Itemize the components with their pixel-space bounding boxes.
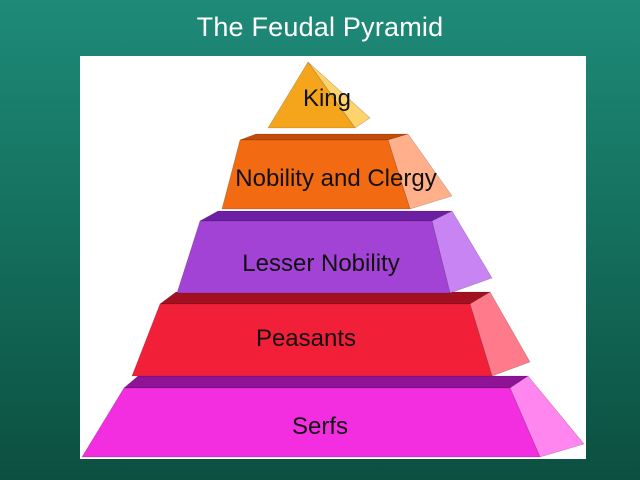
tier-label-lesser-nobility: Lesser Nobility: [242, 250, 399, 277]
tier-cap-serfs: [123, 375, 529, 389]
tier-front-king: [267, 61, 356, 129]
tier-cap-peasants: [159, 291, 492, 305]
tier-label-nobility-and-clergy: Nobility and Clergy: [235, 165, 436, 192]
tier-front-peasants: [131, 303, 493, 377]
tier-label-peasants: Peasants: [256, 325, 356, 352]
tier-front-nobility-and-clergy: [221, 139, 411, 210]
tier-cap-nobility-and-clergy: [239, 133, 409, 141]
tier-label-serfs: Serfs: [292, 413, 348, 440]
tier-front-serfs: [81, 387, 541, 458]
tier-front-lesser-nobility: [176, 220, 451, 294]
tier-cap-lesser-nobility: [198, 210, 453, 222]
slide-title: The Feudal Pyramid: [196, 12, 444, 42]
tier-label-king: King: [303, 85, 351, 112]
